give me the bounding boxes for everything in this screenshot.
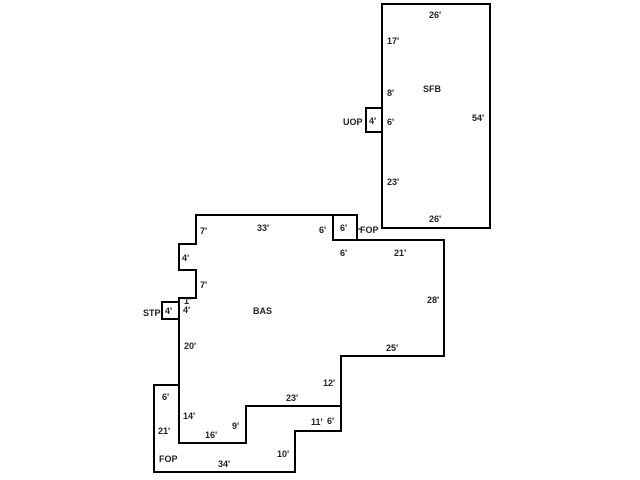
area-label-uop: UOP xyxy=(343,117,363,127)
dim-label: 1' xyxy=(184,296,191,306)
dim-label: 14' xyxy=(183,411,195,421)
dim-label: 34' xyxy=(218,459,230,469)
dim-label: 7' xyxy=(200,226,207,236)
dim-label: 16' xyxy=(205,430,217,440)
dim-label: 26' xyxy=(429,10,441,20)
dim-label: 23' xyxy=(286,393,298,403)
fop-bottom-outline xyxy=(153,384,342,473)
dim-label: 12' xyxy=(323,378,335,388)
dim-label: 6' xyxy=(340,223,347,233)
dim-label: 4' xyxy=(369,116,376,126)
area-label-fop: FOP xyxy=(159,454,178,464)
dim-label: 10' xyxy=(277,449,289,459)
fop-top-outline xyxy=(332,214,358,241)
dim-label: 11' xyxy=(311,417,323,427)
area-label-stp: STP xyxy=(143,308,161,318)
area-label-bas: BAS xyxy=(253,306,272,316)
dim-label: 21' xyxy=(394,248,406,258)
dim-label: 6' xyxy=(340,248,347,258)
dim-label: 4' xyxy=(183,305,190,315)
area-label-fop: FOP xyxy=(360,225,379,235)
dim-label: 9' xyxy=(232,421,239,431)
dim-label: 6' xyxy=(387,117,394,127)
bas-outline xyxy=(178,214,445,444)
dim-label: 17' xyxy=(387,36,399,46)
dim-label: 25' xyxy=(386,343,398,353)
dim-label: 26' xyxy=(429,214,441,224)
dim-label: 4' xyxy=(182,253,189,263)
dim-label: 23' xyxy=(387,177,399,187)
dim-label: 7' xyxy=(200,280,207,290)
dim-label: 33' xyxy=(257,223,269,233)
area-label-sfb: SFB xyxy=(423,84,442,94)
stp-outline xyxy=(161,301,180,320)
dim-label: 54' xyxy=(472,113,484,123)
dim-label: 21' xyxy=(158,426,170,436)
dim-label: 4' xyxy=(165,306,172,316)
dim-label: 6' xyxy=(162,392,169,402)
dim-label: 28' xyxy=(427,295,439,305)
uop-outline xyxy=(365,107,383,133)
dim-label: 8' xyxy=(387,88,394,98)
dim-label: 6' xyxy=(319,225,326,235)
dim-label: 20' xyxy=(184,341,196,351)
dim-label: 6' xyxy=(327,416,334,426)
